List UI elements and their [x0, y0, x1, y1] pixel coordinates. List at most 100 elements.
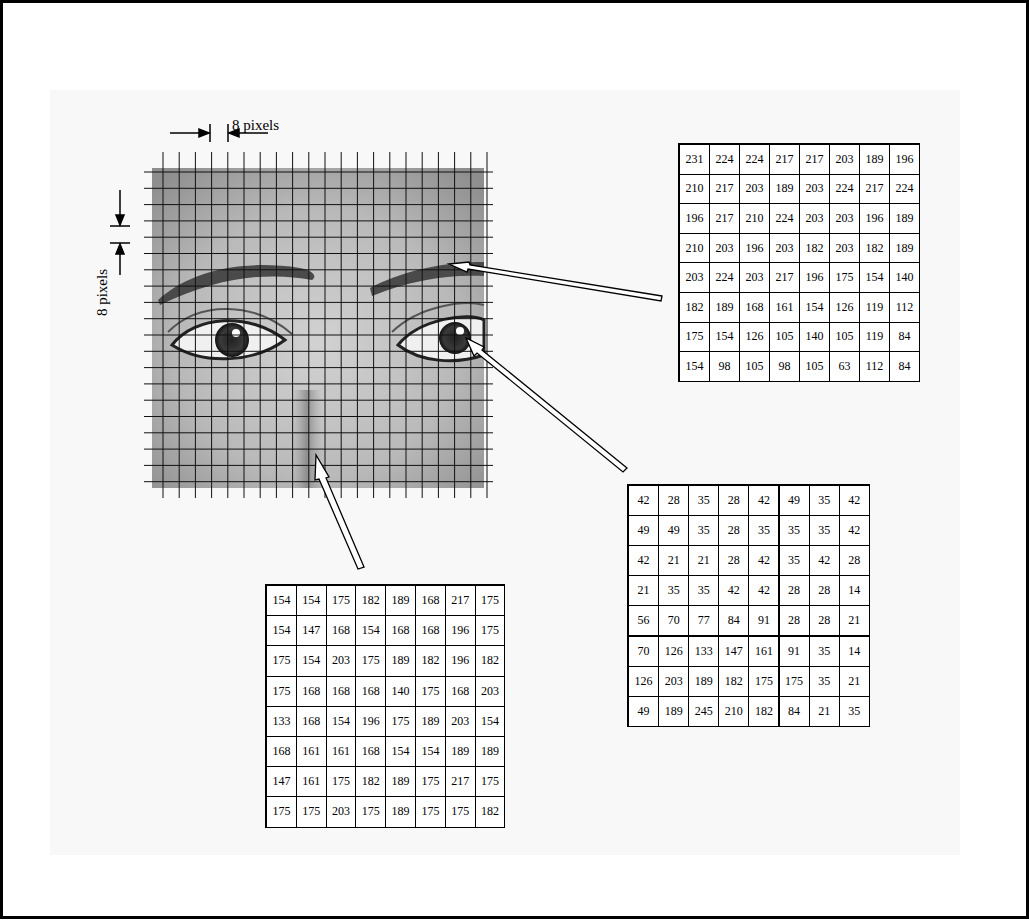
table-cell: 231	[679, 144, 710, 175]
table-cell: 42	[628, 485, 659, 516]
table-cell: 203	[679, 262, 710, 293]
table-cell: 35	[809, 636, 840, 667]
table-cell: 35	[748, 515, 779, 546]
table-cell: 28	[839, 545, 870, 576]
table-cell: 84	[718, 605, 749, 636]
table-cell: 133	[688, 636, 719, 667]
table-cell: 175	[385, 706, 416, 737]
table-cell: 168	[355, 676, 386, 707]
table-cell: 182	[679, 292, 710, 323]
dimension-label: 8 pixels	[96, 268, 111, 315]
table-cell: 35	[809, 515, 840, 546]
table-cell: 42	[839, 515, 870, 546]
table-cell: 203	[799, 174, 830, 205]
table-cell: 28	[779, 605, 810, 636]
table-cell: 91	[779, 636, 810, 667]
pixel-table: 1541541751821891682171751541471681541681…	[265, 584, 505, 828]
table-cell: 35	[809, 666, 840, 697]
table-cell: 175	[415, 676, 446, 707]
table-cell: 224	[829, 174, 860, 205]
table-cell: 28	[718, 545, 749, 576]
table-cell: 168	[296, 706, 327, 737]
table-cell: 84	[779, 696, 810, 727]
table-cell: 182	[748, 696, 779, 727]
table-cell: 189	[769, 174, 800, 205]
table-cell: 35	[779, 545, 810, 576]
table-cell: 224	[709, 262, 740, 293]
table-cell: 42	[748, 545, 779, 576]
table-cell: 182	[475, 645, 506, 676]
table-cell: 42	[809, 545, 840, 576]
table-cell: 203	[475, 676, 506, 707]
table-cell: 154	[859, 262, 890, 293]
table-cell: 168	[326, 615, 357, 646]
table-cell: 154	[266, 585, 297, 616]
table-cell: 175	[475, 585, 506, 616]
table-cell: 35	[839, 696, 870, 727]
pixel-grid	[144, 152, 493, 498]
table-cell: 42	[628, 545, 659, 576]
table-cell: 175	[415, 796, 446, 827]
table-cell: 77	[688, 605, 719, 636]
table-cell: 119	[859, 292, 890, 323]
table-cell: 161	[296, 736, 327, 767]
table-cell: 203	[445, 706, 476, 737]
table-cell: 49	[658, 515, 689, 546]
table-cell: 224	[769, 203, 800, 234]
table-cell: 154	[415, 736, 446, 767]
table-cell: 112	[889, 292, 920, 323]
table-cell: 203	[829, 203, 860, 234]
table-cell: 175	[266, 796, 297, 827]
table-cell: 42	[748, 575, 779, 606]
table-cell: 28	[658, 485, 689, 516]
table-cell: 175	[326, 585, 357, 616]
table-cell: 210	[739, 203, 770, 234]
table-cell: 189	[889, 233, 920, 264]
table-cell: 217	[769, 144, 800, 175]
table-cell: 154	[266, 615, 297, 646]
table-cell: 21	[628, 575, 659, 606]
table-cell: 182	[355, 585, 386, 616]
table-cell: 182	[355, 766, 386, 797]
table-cell: 84	[889, 351, 920, 382]
table-cell: 189	[385, 796, 416, 827]
table-cell: 168	[355, 736, 386, 767]
table-cell: 175	[355, 796, 386, 827]
table-cell: 168	[326, 676, 357, 707]
table-cell: 203	[658, 666, 689, 697]
table-cell: 224	[739, 144, 770, 175]
table-cell: 28	[718, 485, 749, 516]
table-cell: 140	[799, 322, 830, 353]
table-cell: 98	[769, 351, 800, 382]
table-cell: 147	[718, 636, 749, 667]
table-cell: 189	[859, 144, 890, 175]
table-cell: 175	[266, 645, 297, 676]
table-cell: 175	[266, 676, 297, 707]
table-cell: 35	[779, 515, 810, 546]
table-cell: 224	[889, 174, 920, 205]
table-cell: 147	[266, 766, 297, 797]
table-cell: 112	[859, 351, 890, 382]
table-cell: 175	[829, 262, 860, 293]
table-cell: 196	[799, 262, 830, 293]
table-cell: 210	[718, 696, 749, 727]
table-cell: 217	[859, 174, 890, 205]
table-cell: 14	[839, 636, 870, 667]
table-cell: 49	[628, 515, 659, 546]
table-cell: 203	[739, 174, 770, 205]
table-cell: 21	[809, 696, 840, 727]
table-cell: 175	[415, 766, 446, 797]
table-cell: 203	[739, 262, 770, 293]
table-cell: 42	[839, 485, 870, 516]
table-cell: 119	[859, 322, 890, 353]
table-cell: 175	[445, 796, 476, 827]
table-cell: 126	[628, 666, 659, 697]
table-cell: 154	[385, 736, 416, 767]
table-cell: 217	[445, 585, 476, 616]
table-cell: 105	[769, 322, 800, 353]
table-cell: 175	[779, 666, 810, 697]
table-cell: 35	[688, 575, 719, 606]
table-cell: 189	[709, 292, 740, 323]
table-cell: 168	[739, 292, 770, 323]
